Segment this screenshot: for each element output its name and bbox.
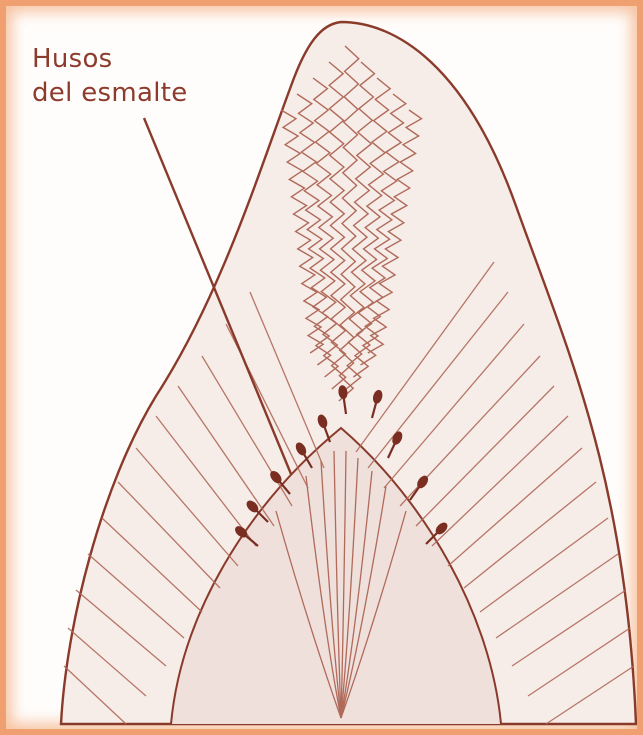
tooth-cusp-illustration	[6, 6, 643, 735]
label-line-2: del esmalte	[32, 78, 188, 108]
label-line-1: Husos	[32, 44, 113, 74]
